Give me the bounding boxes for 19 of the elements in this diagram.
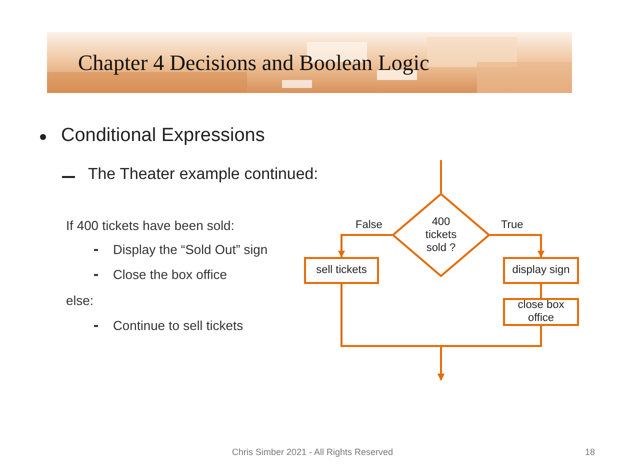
pseudocode-line: Display the “Sold Out” sign [113,242,268,258]
sub-bullet-text: The Theater example continued: [88,165,318,185]
pseudocode-line: else: [66,293,94,309]
process-box: sell tickets [304,257,379,284]
connector-arrow [338,234,392,258]
connector-arrow [438,326,542,381]
edge-label: True [501,219,524,232]
process-box: close box office [503,298,579,326]
page-number: 18 [585,447,596,458]
process-box: display sign [503,257,579,284]
footer-text: Chris Simber 2021 - All Rights Reserved [232,447,394,458]
connector-arrow [490,234,544,258]
pseudocode-line: If 400 tickets have been sold: [66,218,234,234]
edge-label: False [356,219,382,232]
slide-title: Chapter 4 Decisions and Boolean Logic [78,49,430,77]
pseudocode-line: Continue to sell tickets [113,318,244,334]
decision-diamond: 400 tickets sold ? [392,193,490,277]
pseudocode-line: Close the box office [113,267,227,283]
bullet-text: Conditional Expressions [61,124,265,148]
